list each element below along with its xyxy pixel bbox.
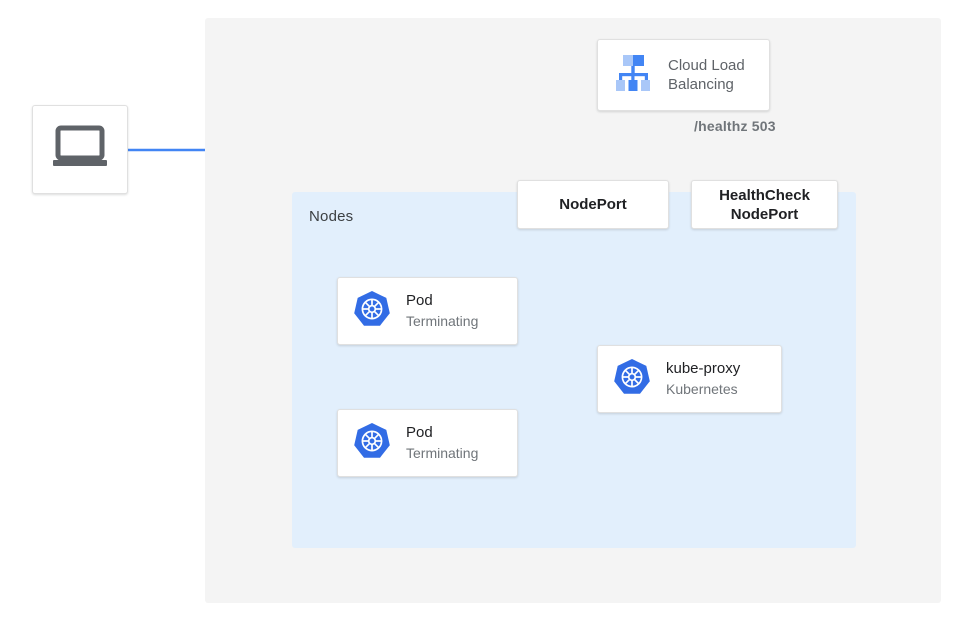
- pod-title: Pod: [406, 424, 433, 441]
- cloud-load-balancing-label: Cloud Load Balancing: [668, 56, 745, 94]
- healthz-status-label: /healthz 503: [694, 118, 776, 134]
- kubernetes-icon: [612, 357, 652, 402]
- nodes-panel-label: Nodes: [309, 208, 354, 225]
- pod-node[interactable]: Pod Terminating: [337, 277, 518, 345]
- pod-status: Terminating: [406, 313, 479, 329]
- cloud-load-balancing-label-line1: Cloud Load: [668, 57, 745, 74]
- laptop-icon: [52, 125, 108, 174]
- client-node[interactable]: [32, 105, 128, 194]
- healthcheck-nodeport-label-line2: NodePort: [730, 205, 799, 223]
- nodeport-label: NodePort: [559, 196, 627, 213]
- kubernetes-icon: [352, 289, 392, 334]
- kube-proxy-title: kube-proxy: [666, 360, 741, 377]
- nodeport-node[interactable]: NodePort: [517, 180, 669, 229]
- cloud-load-balancing-icon: [610, 51, 656, 100]
- cloud-load-balancing-node[interactable]: Cloud Load Balancing: [597, 39, 770, 111]
- pod-status: Terminating: [406, 445, 479, 461]
- healthcheck-nodeport-label: HealthCheck NodePort: [719, 186, 810, 224]
- pod-title: Pod: [406, 292, 433, 309]
- healthcheck-nodeport-node[interactable]: HealthCheck NodePort: [691, 180, 838, 229]
- kube-proxy-subtitle: Kubernetes: [666, 381, 738, 397]
- kubernetes-icon: [352, 421, 392, 466]
- healthcheck-nodeport-label-line1: HealthCheck: [719, 186, 810, 204]
- cloud-load-balancing-label-line2: Balancing: [668, 76, 734, 93]
- pod-node[interactable]: Pod Terminating: [337, 409, 518, 477]
- kube-proxy-node[interactable]: kube-proxy Kubernetes: [597, 345, 782, 413]
